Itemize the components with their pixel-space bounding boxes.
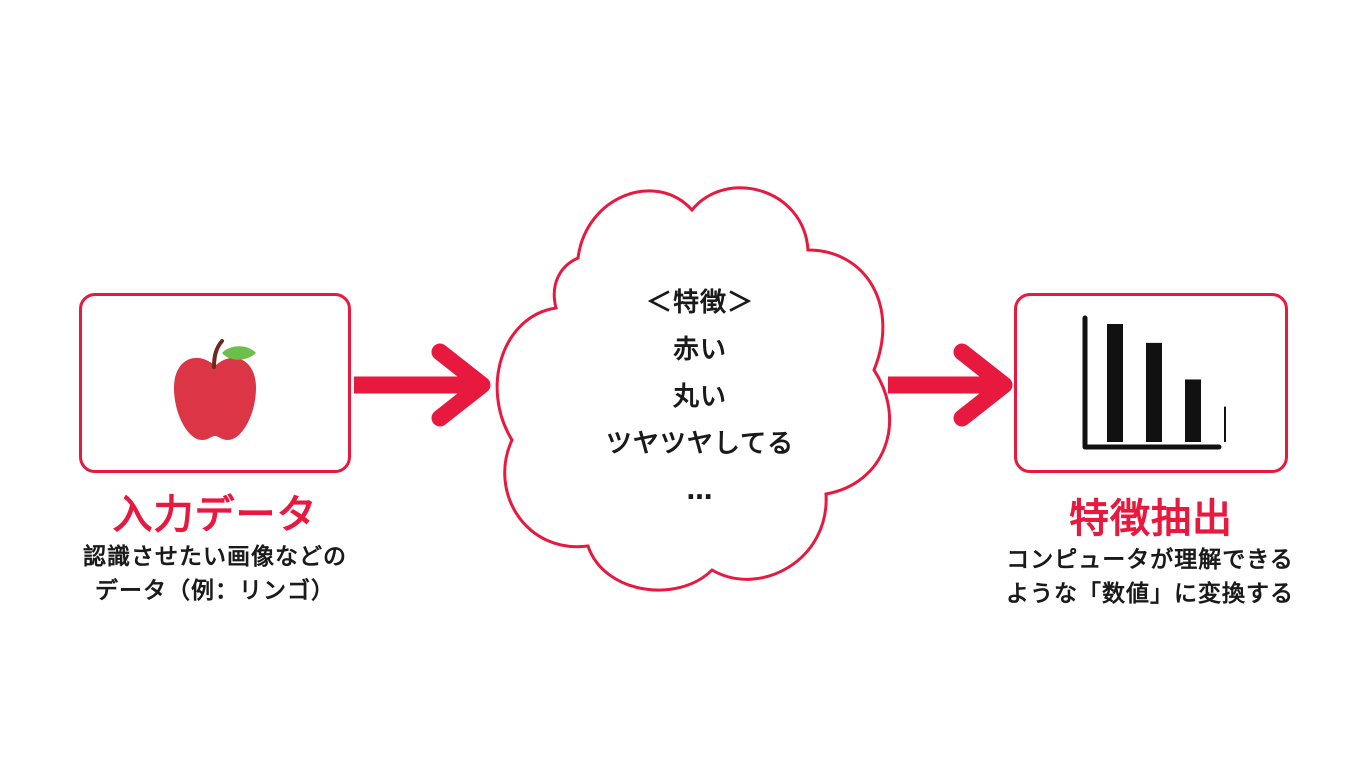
feature-item: … [686,476,714,506]
feature-item: 丸い [672,382,727,412]
feature-extraction-description: コンピュータが理解できる ような「数値」に変換する [960,543,1340,611]
arrow-right-icon [888,343,1013,427]
feature-list: ＜特徴＞ 赤い 丸い ツヤツヤしてる … [560,280,840,515]
feature-item: 赤い [672,335,727,365]
input-desc-line: 認識させたい画像などの [83,544,347,570]
chart-bar [1107,324,1123,442]
input-data-description: 認識させたい画像などの データ（例：リンゴ） [40,540,390,608]
feature-heading: ＜特徴＞ [645,288,754,318]
input-desc-line: データ（例：リンゴ） [95,578,335,604]
apple-icon [174,339,256,440]
chart-bar [1185,379,1201,442]
output-desc-line: コンピュータが理解できる [1006,547,1294,573]
bar-chart-icon [1082,315,1226,450]
output-desc-line: ような「数値」に変換する [1006,581,1294,607]
feature-extraction-box [1014,293,1288,473]
cloud-shape [495,186,891,592]
chart-bar [1146,342,1162,442]
input-data-title: 入力データ [112,492,318,538]
arrow-right-icon [354,343,491,427]
chart-bar [1224,406,1226,442]
feature-item: ツヤツヤしてる [605,429,795,459]
feature-extraction-title: 特徴抽出 [1069,496,1233,542]
